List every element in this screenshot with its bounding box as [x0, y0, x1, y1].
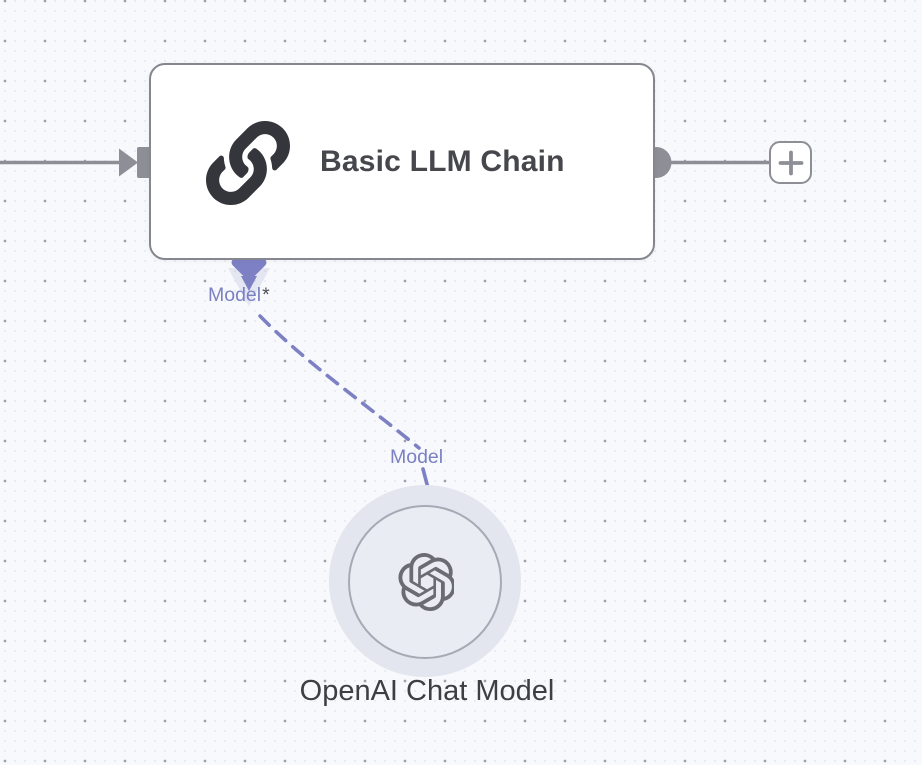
node-openai-chat-model[interactable]: [348, 505, 502, 659]
ai-model-connection-wire[interactable]: [258, 314, 421, 450]
openai-output-label-model: Model: [390, 446, 444, 468]
ai-model-connection-stem: [421, 467, 430, 490]
openai-node-label: OpenAI Chat Model: [299, 675, 555, 707]
wire-arrowhead-icon: [119, 148, 138, 177]
node-title: Basic LLM Chain: [320, 144, 565, 178]
canvas-edge-strip: [0, 765, 922, 776]
sub-input-label-model: Model*: [208, 284, 270, 307]
sub-input-port-tail: [241, 276, 257, 291]
node-basic-llm-chain[interactable]: Basic LLM Chain: [149, 63, 655, 260]
node-openai-halo: [329, 485, 521, 677]
chain-link-icon: [206, 121, 290, 205]
required-marker: *: [262, 284, 270, 306]
sub-input-label-text: Model: [208, 284, 262, 306]
plus-icon: [778, 150, 803, 175]
openai-logo-icon: [398, 553, 454, 611]
add-node-button[interactable]: [769, 141, 812, 184]
